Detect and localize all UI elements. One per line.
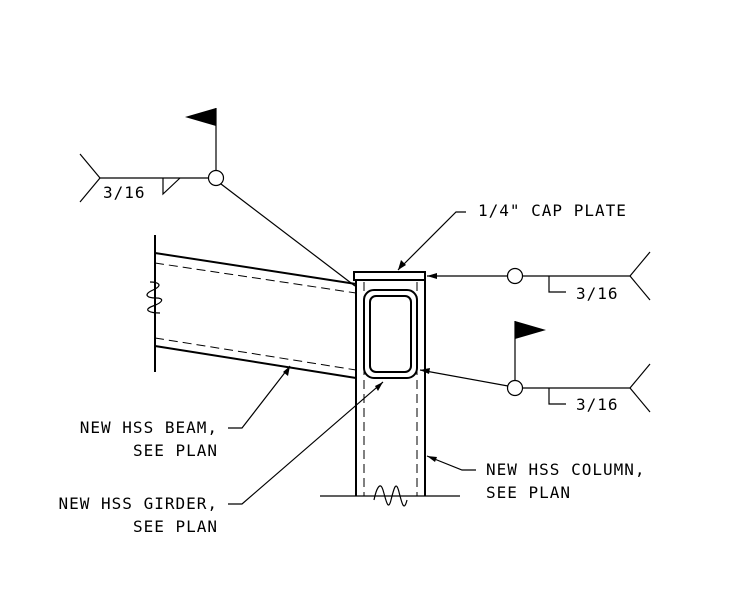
leader-line	[419, 369, 509, 387]
tail-upper	[629, 363, 651, 389]
beam-top-edge	[154, 252, 357, 285]
tail-lower	[629, 387, 651, 413]
fillet-weld-symbol	[162, 177, 181, 196]
cap-plate-rect	[353, 271, 426, 281]
column-leader	[426, 455, 476, 471]
girder-inner	[369, 295, 412, 373]
cap-plate-leader	[397, 211, 466, 271]
beam-leader	[228, 365, 291, 429]
beam-arrowhead	[283, 366, 290, 376]
hss-beam	[146, 235, 357, 379]
weld-size-label: 3/16	[103, 183, 146, 202]
tail-upper	[79, 153, 101, 179]
weld-symbol-right-lower: 3/16	[419, 321, 651, 414]
column-label-line1: NEW HSS COLUMN,	[486, 460, 646, 479]
column-label-line2: SEE PLAN	[486, 483, 571, 502]
tail-upper	[629, 251, 651, 277]
cap-plate-arrowhead	[398, 260, 406, 270]
girder-leader	[228, 381, 384, 505]
weld-symbol-top-left: 3/16	[79, 108, 356, 287]
beam-bottom-edge	[154, 345, 357, 379]
girder-label-line2: SEE PLAN	[133, 517, 218, 536]
beam-bottom-inner	[154, 337, 357, 371]
weld-size-label: 3/16	[576, 395, 619, 414]
cap-plate-label: 1/4" CAP PLATE	[478, 201, 627, 220]
beam-label-line2: SEE PLAN	[133, 441, 218, 460]
weld-all-around-circle	[207, 169, 225, 187]
girder-arrowhead	[375, 382, 383, 391]
field-weld-flag	[185, 108, 216, 126]
weld-size-label: 3/16	[576, 284, 619, 303]
weld-symbol-right-middle: 3/16	[427, 251, 651, 303]
arrowhead	[427, 273, 437, 279]
beam-callout: NEW HSS BEAM, SEE PLAN	[80, 365, 291, 460]
beam-break-symbol	[146, 281, 163, 314]
hss-girder-section	[363, 289, 418, 379]
girder-label-line1: NEW HSS GIRDER,	[59, 494, 219, 513]
weld-all-around-circle	[506, 379, 524, 397]
hss-column	[320, 280, 460, 507]
girder-callout: NEW HSS GIRDER, SEE PLAN	[59, 381, 384, 536]
column-break-symbol	[373, 485, 408, 507]
girder-outer	[363, 289, 418, 379]
cap-plate-callout: 1/4" CAP PLATE	[397, 201, 627, 271]
arrowhead	[420, 368, 430, 374]
tail-lower	[79, 177, 101, 203]
fillet-weld-symbol	[548, 276, 566, 293]
cap-plate	[353, 271, 426, 281]
fillet-weld-symbol	[548, 388, 566, 405]
tail-lower	[629, 275, 651, 301]
beam-top-inner	[154, 262, 357, 294]
field-weld-flag	[515, 321, 546, 339]
column-arrowhead	[427, 456, 437, 462]
leader-line	[220, 183, 356, 287]
column-callout: NEW HSS COLUMN, SEE PLAN	[426, 455, 646, 502]
beam-label-line1: NEW HSS BEAM,	[80, 418, 218, 437]
weld-all-around-circle	[506, 267, 524, 285]
